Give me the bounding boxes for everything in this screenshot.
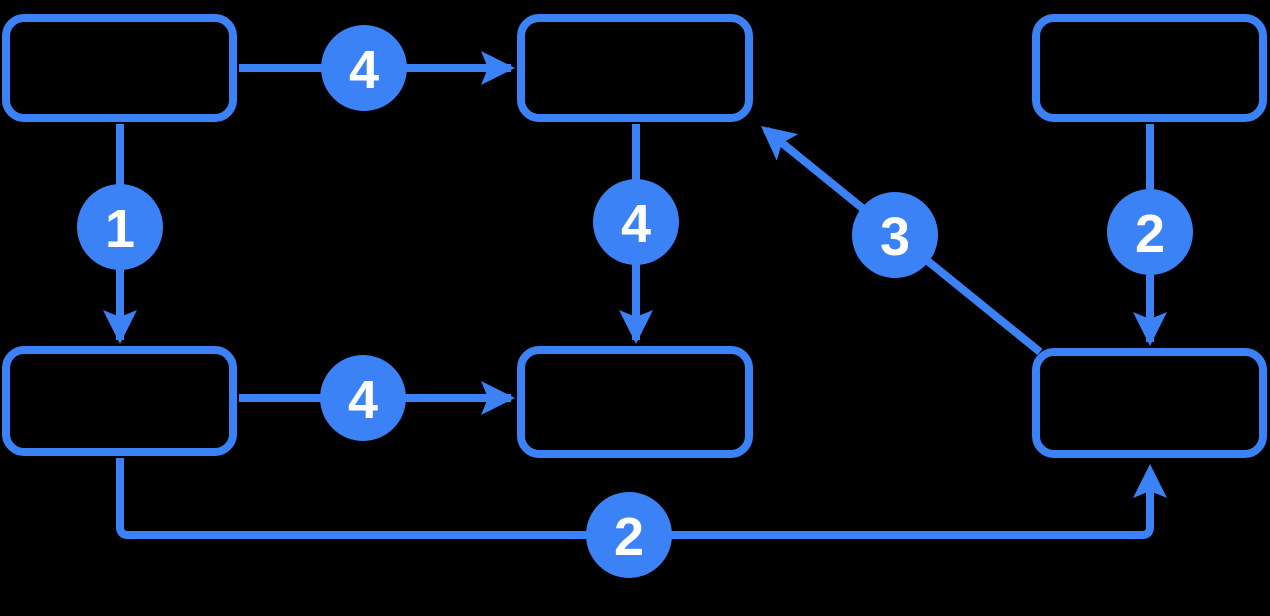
edge-arrowhead [481,381,515,415]
node-e[interactable] [517,346,753,458]
edge-arrowhead [1133,464,1167,498]
edge-weight-d-e[interactable]: 4 [320,355,406,441]
edge-weight-text: 2 [614,507,644,567]
edge-weight-circle[interactable] [321,25,407,111]
node-f[interactable] [1032,348,1267,458]
edge-weight-b-e[interactable]: 4 [593,179,679,265]
node-box[interactable] [517,14,753,122]
edge-weight-text: 2 [1135,204,1165,264]
node-box[interactable] [2,346,237,456]
edge-arrowhead [619,310,653,344]
edge-labels-layer: 4 1 4 2 4 3 2 [77,25,1193,578]
edge-weight-f-b[interactable]: 3 [852,192,938,278]
edge-weight-text: 4 [349,40,379,100]
edge-weight-text: 4 [348,370,378,430]
node-c[interactable] [1032,14,1267,122]
edge-weight-circle[interactable] [593,179,679,265]
edges-layer [103,51,1167,539]
edge-weight-a-b[interactable]: 4 [321,25,407,111]
node-d[interactable] [2,346,237,456]
edge-arrowhead [1133,312,1167,346]
edge-weight-a-d[interactable]: 1 [77,184,163,270]
edge-arrowhead [761,126,799,161]
edge-weight-c-f[interactable]: 2 [1107,189,1193,275]
edge-weight-circle[interactable] [320,355,406,441]
node-box[interactable] [517,346,753,458]
node-a[interactable] [2,14,237,122]
edge-arrowhead [481,51,515,85]
edge-weight-circle[interactable] [1107,189,1193,275]
edge-weight-text: 4 [621,194,651,254]
nodes-layer [2,14,1267,458]
node-box[interactable] [1032,348,1267,458]
node-box[interactable] [1032,14,1267,122]
node-b[interactable] [517,14,753,122]
edge-weight-text: 1 [105,199,135,259]
edge-weight-circle[interactable] [77,184,163,270]
edge-arrowhead [103,310,137,344]
edge-weight-circle[interactable] [852,192,938,278]
edge-weight-text: 3 [880,207,910,267]
node-box[interactable] [2,14,237,122]
edge-weight-circle[interactable] [586,492,672,578]
edge-weight-d-f[interactable]: 2 [586,492,672,578]
